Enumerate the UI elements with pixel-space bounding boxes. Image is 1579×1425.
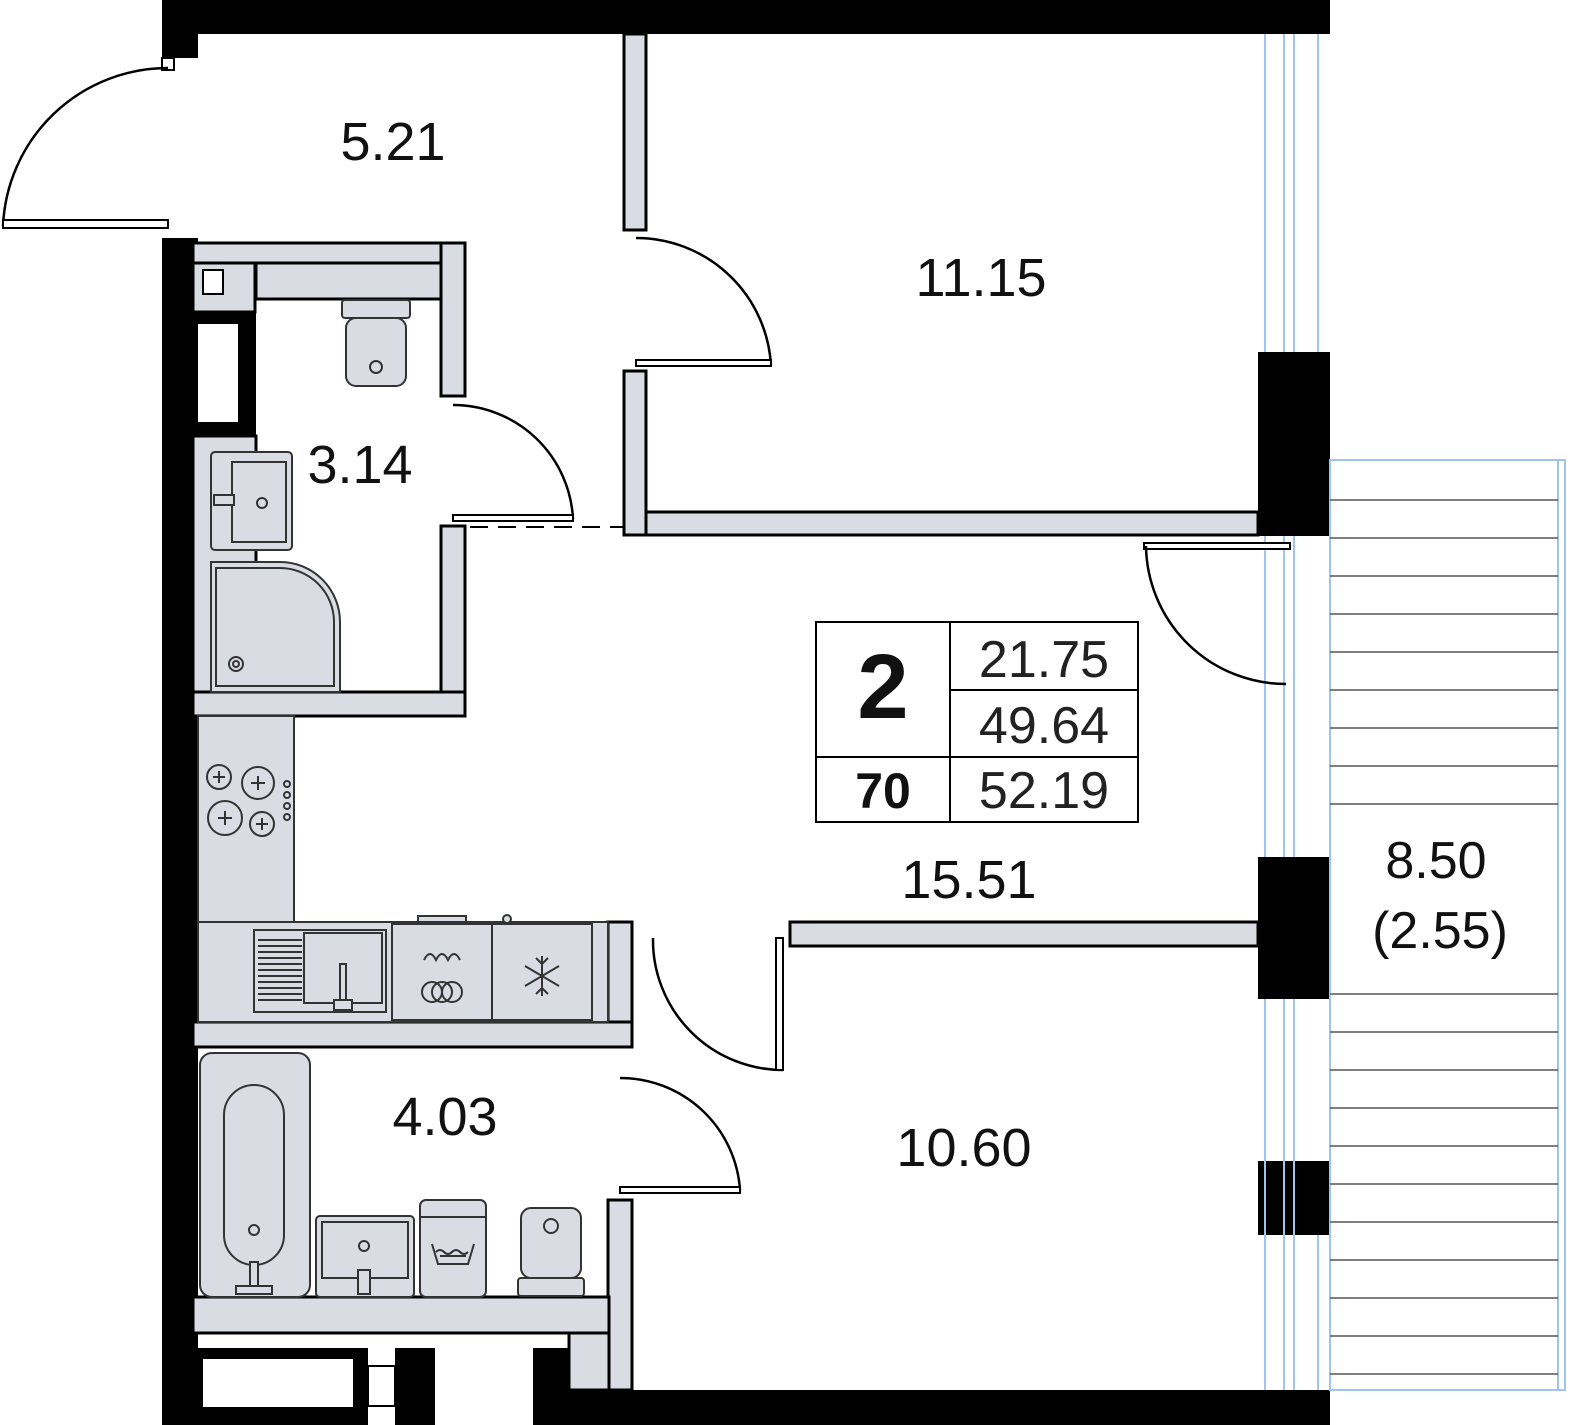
- living-area: 21.75: [979, 631, 1109, 689]
- bathtub-icon: [199, 1052, 311, 1298]
- total-area: 49.64: [979, 697, 1109, 755]
- bedroom-1-door[interactable]: [635, 236, 773, 367]
- room-label-bedroom-2: 10.60: [896, 1118, 1031, 1178]
- shower-icon: [210, 561, 341, 693]
- room-label-hall: 5.21: [340, 112, 445, 172]
- balcony-door[interactable]: [1143, 542, 1291, 686]
- bathroom-large-door[interactable]: [619, 1076, 742, 1194]
- outer-walls: [162, 0, 1330, 1425]
- room-label-bedroom-1: 11.15: [915, 248, 1046, 308]
- room-label-bathroom-small: 3.14: [307, 435, 412, 495]
- balcony: [1329, 459, 1566, 1391]
- bathroom-small-door[interactable]: [452, 403, 575, 522]
- stove-icon: [206, 764, 291, 837]
- sink-icon: [315, 1215, 415, 1298]
- kitchen-sink-icon: [253, 929, 387, 1013]
- window-glazing: [1264, 34, 1319, 1390]
- sink-icon: [210, 451, 293, 551]
- kitchen-counter-left: [197, 715, 295, 923]
- fridge-icon: [491, 914, 593, 1021]
- apartment-number: 70: [855, 763, 911, 819]
- total-with-balcony: 52.19: [979, 762, 1109, 820]
- balcony-slats: [1330, 499, 1558, 1375]
- entrance-door[interactable]: [1, 57, 175, 229]
- bedroom-2-door[interactable]: [651, 937, 784, 1072]
- room-label-bathroom-large: 4.03: [392, 1087, 497, 1147]
- toilet-icon: [517, 1207, 585, 1297]
- balcony-area-label: 8.50: [1385, 832, 1486, 890]
- summary-table: 2 21.75 49.64 70 52.19: [815, 621, 1139, 823]
- toilet-icon: [341, 299, 411, 387]
- room-label-living-kitchen: 15.51: [901, 850, 1036, 910]
- rooms-count: 2: [857, 636, 908, 738]
- laundry-icon: [419, 1199, 487, 1298]
- balcony-reduced-area-label: (2.55): [1372, 902, 1508, 960]
